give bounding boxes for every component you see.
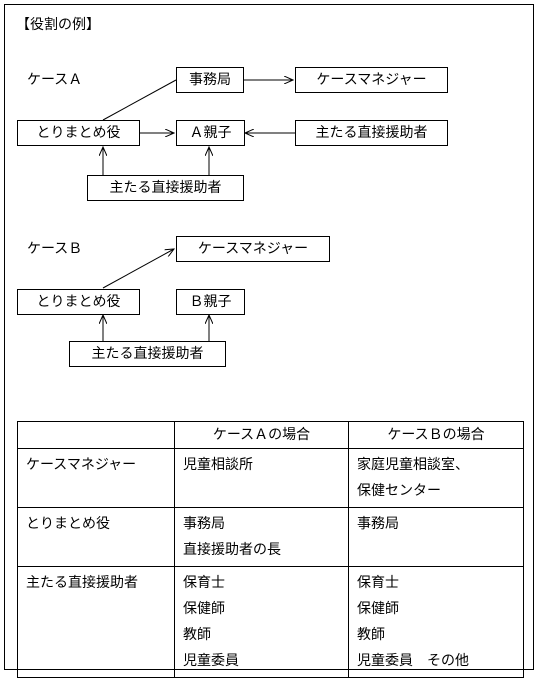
case-a-main-helper-bottom-box: 主たる直接援助者 [87, 175, 244, 201]
role-cell: 主たる直接援助者 [17, 566, 175, 678]
table-row: とりまとめ役 事務局 直接援助者の長 事務局 [17, 507, 524, 567]
case-b-cell: 家庭児童相談室、 保健センター [348, 448, 524, 508]
case-a-entry: 教師 [183, 627, 211, 643]
table-header-row: ケースＡの場合 ケースＢの場合 [17, 421, 524, 449]
role-cell: ケースマネジャー [17, 448, 175, 508]
case-b-case-manager-box: ケースマネジャー [176, 236, 330, 262]
case-b-entry: 教師 [357, 627, 385, 643]
case-a-torimatome-box: とりまとめ役 [17, 120, 140, 146]
role-name: とりまとめ役 [26, 516, 110, 532]
case-a-label: ケースＡ [27, 72, 83, 88]
case-a-jimukyoku-box: 事務局 [176, 67, 244, 93]
case-b-cell: 保育士 保健師 教師 児童委員 その他 [348, 566, 524, 678]
table-header-case-a: ケースＡの場合 [174, 421, 349, 449]
case-a-oyako-box: Ａ親子 [176, 120, 245, 146]
case-a-cell: 事務局 直接援助者の長 [174, 507, 349, 567]
case-b-entry: 家庭児童相談室、 [357, 457, 469, 473]
case-b-entry: 保健センター [357, 483, 441, 499]
role-name: 主たる直接援助者 [26, 575, 138, 591]
arrow-torimatome-to-case-manager-b [102, 249, 174, 289]
case-b-entry: 児童委員 その他 [357, 653, 469, 669]
page-title: 【役割の例】 [16, 17, 100, 33]
case-a-case-manager-box: ケースマネジャー [295, 67, 448, 93]
case-b-cell: 事務局 [348, 507, 524, 567]
roles-table: ケースＡの場合 ケースＢの場合 ケースマネジャー 児童相談所 家庭児童相談室、 … [17, 421, 524, 678]
case-a-entry: 事務局 [183, 516, 225, 532]
case-b-entry: 保育士 [357, 575, 399, 591]
case-a-main-helper-right-box: 主たる直接援助者 [295, 120, 448, 146]
case-a-entry: 保健師 [183, 601, 225, 617]
table-header-case-b: ケースＢの場合 [348, 421, 524, 449]
case-a-entry: 保育士 [183, 575, 225, 591]
role-name: ケースマネジャー [26, 457, 137, 473]
table-row: 主たる直接援助者 保育士 保健師 教師 児童委員 保育士 保健師 教師 児童委員… [17, 566, 524, 678]
line-torimatome-to-jimukyoku-a [102, 79, 177, 121]
case-b-label: ケースＢ [27, 241, 83, 257]
case-a-cell: 児童相談所 [174, 448, 349, 508]
role-cell: とりまとめ役 [17, 507, 175, 567]
case-a-entry: 児童相談所 [183, 457, 253, 473]
table-row: ケースマネジャー 児童相談所 家庭児童相談室、 保健センター [17, 448, 524, 508]
table-header-role [17, 421, 175, 449]
case-a-cell: 保育士 保健師 教師 児童委員 [174, 566, 349, 678]
case-b-oyako-box: Ｂ親子 [176, 289, 245, 315]
case-b-main-helper-box: 主たる直接援助者 [69, 341, 226, 367]
case-b-entry: 保健師 [357, 601, 399, 617]
case-a-entry: 直接援助者の長 [183, 542, 281, 558]
case-b-entry: 事務局 [357, 516, 399, 532]
case-b-torimatome-box: とりまとめ役 [17, 289, 140, 315]
case-a-entry: 児童委員 [183, 653, 239, 669]
